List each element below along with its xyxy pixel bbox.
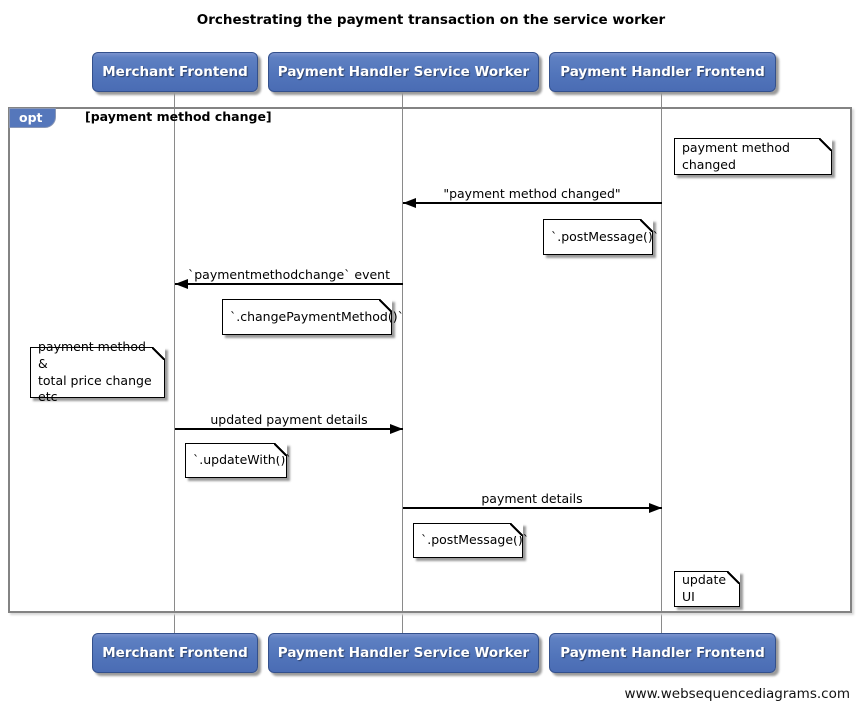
message-line [403, 507, 662, 509]
message-line [403, 202, 662, 204]
actor-label: Payment Handler Frontend [560, 645, 765, 661]
note-text: `.postMessage()` [421, 532, 530, 548]
note-fold-icon [379, 299, 392, 312]
actor-payment-handler-frontend-bottom: Payment Handler Frontend [549, 633, 776, 673]
opt-frame-operator-tab: opt [9, 108, 56, 128]
actor-label: Payment Handler Service Worker [277, 64, 530, 80]
watermark: www.websequencediagrams.com [624, 686, 850, 702]
note-text: payment method & total price change etc [38, 338, 152, 405]
message-label-updated-payment-details: updated payment details [210, 412, 368, 427]
actor-label: Payment Handler Frontend [560, 64, 765, 80]
actor-payment-handler-service-worker-top: Payment Handler Service Worker [268, 52, 539, 92]
arrowhead-right-icon [649, 503, 662, 513]
note-payment-method-total-price: payment method & total price change etc [30, 339, 165, 404]
opt-frame-guard: [payment method change] [85, 109, 272, 124]
message-label-payment-method-changed: "payment method changed" [443, 186, 621, 201]
note-fold-icon [510, 523, 523, 536]
note-postmessage-2: `.postMessage()` [413, 523, 529, 558]
arrowhead-right-icon [390, 424, 403, 434]
lifeline-payment-handler-service-worker [402, 92, 403, 634]
actor-label: Merchant Frontend [102, 64, 248, 80]
note-fold-icon [274, 443, 287, 456]
note-fold-icon [819, 138, 832, 151]
note-text: update UI [682, 572, 727, 604]
lifeline-merchant-frontend [174, 92, 175, 634]
note-fold-icon [640, 219, 653, 232]
arrowhead-left-icon [175, 279, 188, 289]
note-fold-icon [727, 571, 740, 584]
note-payment-method-changed: payment method changed [674, 138, 832, 175]
lifeline-payment-handler-frontend [661, 92, 662, 634]
note-fold-icon [152, 347, 165, 360]
message-line [175, 283, 403, 285]
actor-merchant-frontend-bottom: Merchant Frontend [92, 633, 258, 673]
note-text: `.postMessage()` [551, 228, 660, 244]
message-line [175, 428, 403, 430]
diagram-title: Orchestrating the payment transaction on… [196, 12, 666, 28]
note-text: `.updateWith()` [193, 452, 292, 468]
message-label-payment-details: payment details [481, 491, 583, 506]
actor-label: Merchant Frontend [102, 645, 248, 661]
actor-label: Payment Handler Service Worker [277, 645, 530, 661]
note-postmessage-1: `.postMessage()` [543, 219, 659, 255]
note-text: payment method changed [682, 139, 790, 172]
opt-frame [8, 107, 852, 613]
message-label-paymentmethodchange-event: `paymentmethodchange` event [187, 267, 391, 282]
note-update-ui: update UI [674, 571, 740, 607]
actor-merchant-frontend-top: Merchant Frontend [92, 52, 258, 92]
arrowhead-left-icon [403, 198, 416, 208]
note-changepaymentmethod: `.changePaymentMethod()` [222, 299, 404, 335]
note-text: `.changePaymentMethod()` [230, 308, 404, 324]
actor-payment-handler-service-worker-bottom: Payment Handler Service Worker [268, 633, 539, 673]
actor-payment-handler-frontend-top: Payment Handler Frontend [549, 52, 776, 92]
note-updatewith: `.updateWith()` [185, 443, 292, 478]
